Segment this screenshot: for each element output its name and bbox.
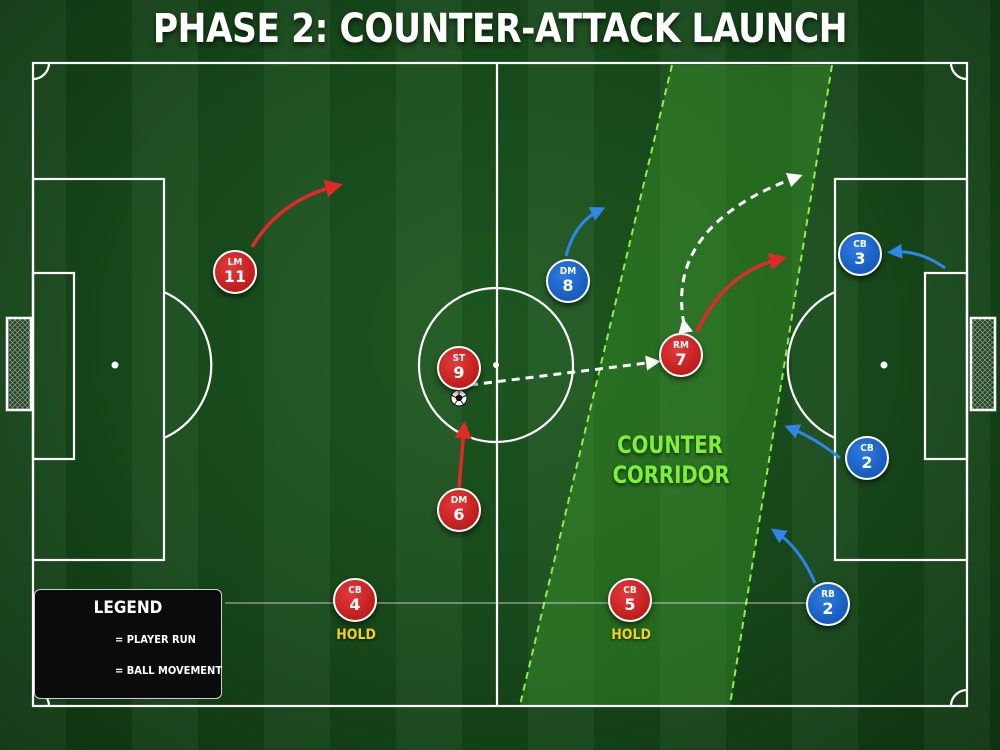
legend: LEGEND = PLAYER RUN = BALL MOVEMENT — [34, 589, 222, 699]
player-dm8[interactable]: DM 8 — [546, 259, 590, 303]
player-number: 2 — [822, 599, 834, 618]
player-cb3[interactable]: CB 3 — [838, 232, 882, 276]
player-number: 7 — [675, 350, 687, 369]
player-number: 9 — [453, 363, 465, 382]
player-cb2[interactable]: CB 2 — [845, 436, 889, 480]
player-lm11[interactable]: LM 11 — [213, 250, 257, 294]
player-number: 6 — [453, 505, 465, 524]
player-role: CB — [348, 585, 362, 596]
player-rb2[interactable]: RB 2 — [806, 582, 850, 626]
ball-pass-arrow — [469, 355, 661, 387]
player-cb5[interactable]: CB 5 — [608, 578, 652, 622]
player-dm6[interactable]: DM 6 — [437, 488, 481, 532]
hold-label-cb5: HOLD — [611, 627, 651, 643]
run-arrow-dm6 — [454, 421, 472, 489]
player-number: 2 — [861, 453, 873, 472]
right-goal-net-icon — [969, 316, 997, 412]
soccer-ball-icon — [450, 389, 468, 407]
legend-title: LEGEND — [93, 598, 163, 618]
player-role: RB — [821, 589, 835, 600]
corridor-label-line1: COUNTER — [617, 431, 723, 459]
player-number: 11 — [223, 267, 247, 286]
run-arrow-dm8 — [564, 207, 606, 257]
counter-corridor — [520, 65, 832, 705]
legend-row-ball-movement: = BALL MOVEMENT — [45, 661, 223, 681]
player-number: 4 — [349, 595, 361, 614]
hold-label-cb4: HOLD — [336, 627, 376, 643]
legend-ball-movement-label: = BALL MOVEMENT — [115, 664, 223, 677]
legend-row-player-run: = PLAYER RUN — [45, 630, 221, 650]
player-role: CB — [623, 585, 637, 596]
page-title: PHASE 2: COUNTER-ATTACK LAUNCH — [152, 6, 848, 52]
player-role: CB — [860, 443, 874, 454]
player-cb4[interactable]: CB 4 — [333, 578, 377, 622]
player-st9[interactable]: ST 9 — [437, 346, 481, 390]
player-rm7[interactable]: RM 7 — [659, 333, 703, 377]
run-arrow-cb2 — [784, 424, 841, 460]
run-arrow-rb2 — [771, 528, 817, 584]
run-arrow-lm11 — [250, 180, 343, 248]
player-role: CB — [853, 239, 867, 250]
corridor-label-line2: CORRIDOR — [612, 461, 730, 489]
player-number: 8 — [562, 276, 574, 295]
player-role: DM — [559, 266, 577, 277]
corridor-label: COUNTER CORRIDOR — [612, 430, 730, 490]
player-role: DM — [450, 495, 468, 506]
run-arrow-cb3 — [887, 243, 946, 270]
player-role: RM — [673, 340, 689, 351]
legend-player-run-label: = PLAYER RUN — [115, 633, 196, 646]
player-role: ST — [452, 353, 466, 364]
ball-return-arrow — [678, 173, 803, 335]
player-number: 5 — [624, 595, 636, 614]
pitch-markings — [31, 61, 969, 708]
player-number: 3 — [854, 249, 866, 268]
left-goal-net-icon — [5, 316, 33, 412]
player-role: LM — [227, 257, 243, 268]
